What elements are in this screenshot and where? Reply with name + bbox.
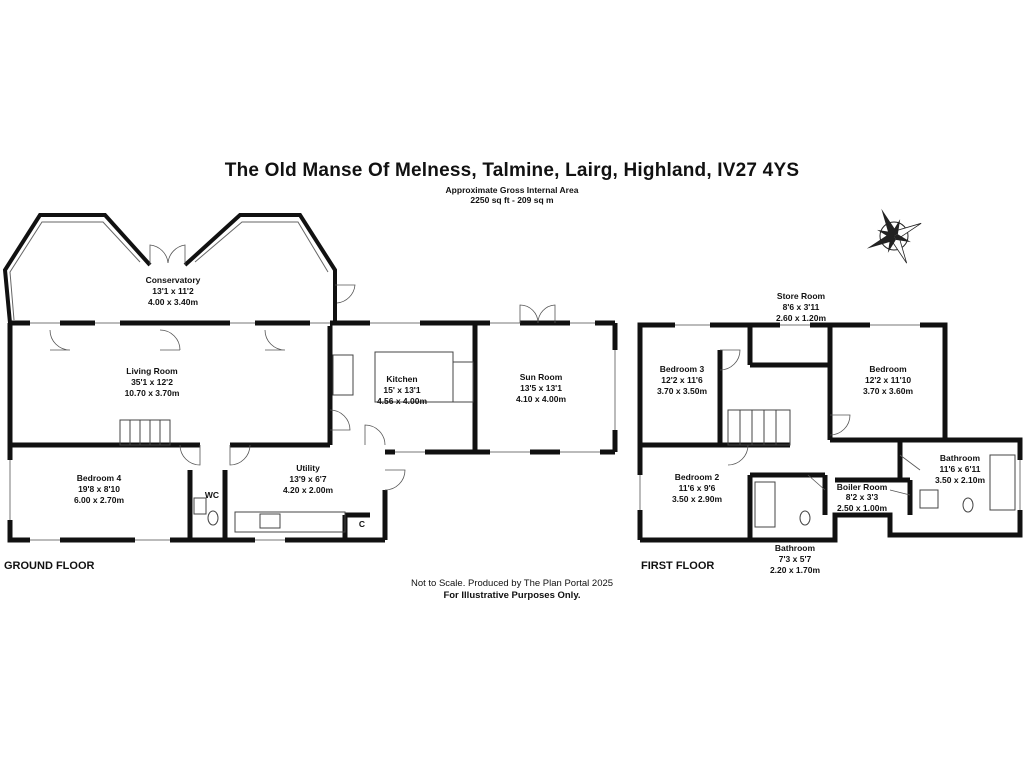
bathroom2-metric: 2.20 x 1.70m xyxy=(770,565,821,575)
bedroom3-name: Bedroom 3 xyxy=(660,364,705,374)
utility-metric: 4.20 x 2.00m xyxy=(283,485,334,495)
bathroom1-metric: 3.50 x 2.10m xyxy=(935,475,986,485)
store-room-imperial: 8'6 x 3'11 xyxy=(783,302,820,312)
utility-imperial: 13'9 x 6'7 xyxy=(289,474,326,484)
disclaimer-line1: Not to Scale. Produced by The Plan Porta… xyxy=(410,578,614,589)
bathroom2-imperial: 7'3 x 5'7 xyxy=(779,554,812,564)
sun-room-name: Sun Room xyxy=(520,372,563,382)
bedroom4-metric: 6.00 x 2.70m xyxy=(74,495,125,505)
living-room-metric: 10.70 x 3.70m xyxy=(125,388,180,398)
first-floor-label: FIRST FLOOR xyxy=(641,560,715,572)
wc-name: WC xyxy=(205,490,219,500)
ground-floor-plan xyxy=(2,213,618,543)
living-room-name: Living Room xyxy=(126,366,178,376)
area-value: 2250 sq ft - 209 sq m xyxy=(470,195,554,205)
boiler-room-metric: 2.50 x 1.00m xyxy=(837,503,888,513)
compass-rose-icon xyxy=(866,208,922,264)
boiler-room-name: Boiler Room xyxy=(837,482,888,492)
bedroom4-name: Bedroom 4 xyxy=(77,473,122,483)
bathroom2-name: Bathroom xyxy=(775,543,816,553)
conservatory-metric: 4.00 x 3.40m xyxy=(148,297,199,307)
bathroom1-name: Bathroom xyxy=(940,453,981,463)
area-label: Approximate Gross Internal Area xyxy=(445,185,579,195)
bathroom1-imperial: 11'6 x 6'11 xyxy=(940,464,981,474)
kitchen-metric: 4.56 x 4.00m xyxy=(377,396,428,406)
utility-name: Utility xyxy=(296,463,320,473)
bedroom2-imperial: 11'6 x 9'6 xyxy=(679,483,716,493)
room-labels: Conservatory 13'1 x 11'2 4.00 x 3.40m Li… xyxy=(74,275,986,575)
plan-title: The Old Manse Of Melness, Talmine, Lairg… xyxy=(224,160,800,181)
store-room-name: Store Room xyxy=(777,291,826,301)
bedroom4-imperial: 19'8 x 8'10 xyxy=(78,484,120,494)
conservatory-imperial: 13'1 x 11'2 xyxy=(152,286,194,296)
boiler-room-imperial: 8'2 x 3'3 xyxy=(846,492,879,502)
ground-floor-label: GROUND FLOOR xyxy=(4,560,95,572)
bedroom2-metric: 3.50 x 2.90m xyxy=(672,494,723,504)
bedroom-name: Bedroom xyxy=(869,364,907,374)
bedroom3-metric: 3.70 x 3.50m xyxy=(657,386,708,396)
kitchen-imperial: 15' x 13'1 xyxy=(383,385,420,395)
store-room-metric: 2.60 x 1.20m xyxy=(776,313,827,323)
disclaimer-line2: For Illustrative Purposes Only. xyxy=(443,590,581,601)
bedroom-imperial: 12'2 x 11'10 xyxy=(865,375,911,385)
first-floor-plan xyxy=(637,322,1023,543)
cupboard-name: C xyxy=(359,519,365,529)
bedroom3-imperial: 12'2 x 11'6 xyxy=(661,375,703,385)
kitchen-name: Kitchen xyxy=(386,374,417,384)
living-room-imperial: 35'1 x 12'2 xyxy=(131,377,173,387)
sun-room-metric: 4.10 x 4.00m xyxy=(516,394,567,404)
bedroom-metric: 3.70 x 3.60m xyxy=(863,386,914,396)
conservatory-name: Conservatory xyxy=(146,275,201,285)
sun-room-imperial: 13'5 x 13'1 xyxy=(520,383,562,393)
bedroom2-name: Bedroom 2 xyxy=(675,472,720,482)
